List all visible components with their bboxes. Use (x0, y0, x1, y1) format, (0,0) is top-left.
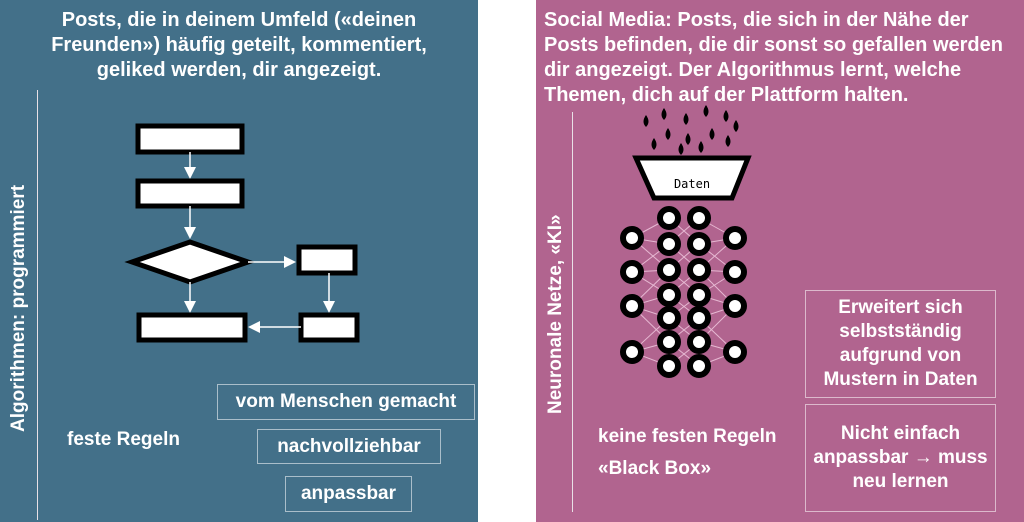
data-drop-12 (678, 143, 684, 155)
flowchart (124, 123, 360, 343)
network-nodes (620, 206, 747, 378)
algorithm-panel: Posts, die in deinem Umfeld («deinen Fre… (0, 0, 478, 522)
data-drop-11 (651, 138, 657, 150)
data-drop-1 (643, 115, 649, 127)
network-node-18 (723, 260, 747, 284)
neural-net-panel: Social Media: Posts, die sich in der Näh… (536, 0, 1024, 522)
network-node-19 (620, 294, 644, 318)
network-edges (631, 217, 736, 367)
flowchart-box-start (135, 123, 245, 155)
neural-network: Daten (620, 105, 752, 378)
flowchart-box-branch (296, 244, 358, 276)
tag-not-adaptable: Nicht einfach anpassbar → muss neu lerne… (805, 404, 996, 512)
network-node-1 (657, 206, 681, 230)
neural-net-title: Social Media: Posts, die sich in der Näh… (544, 9, 1003, 106)
data-drop-10 (725, 135, 731, 147)
network-node-6 (687, 258, 711, 282)
data-drop-9 (709, 128, 715, 140)
network-node-7 (657, 283, 681, 307)
network-node-10 (687, 306, 711, 330)
data-funnel (632, 155, 752, 201)
data-funnel-label: Daten (674, 177, 710, 191)
network-node-16 (723, 226, 747, 250)
tag-human-made: vom Menschen gemacht (217, 384, 475, 420)
tag-no-fixed-rules: keine festen Regeln (598, 426, 777, 447)
data-drop-3 (683, 113, 689, 125)
tag-traceable: nachvollziehbar (257, 429, 441, 464)
flowchart-decision (124, 239, 256, 285)
network-node-22 (723, 340, 747, 364)
network-node-2 (687, 206, 711, 230)
network-node-17 (620, 260, 644, 284)
network-node-13 (657, 354, 681, 378)
data-drop-5 (723, 110, 729, 122)
data-drop-6 (733, 120, 739, 132)
data-drop-4 (703, 105, 709, 117)
data-drop-8 (685, 133, 691, 145)
network-node-3 (657, 232, 681, 256)
tag-extends-self: Erweitert sich selbstständig aufgrund vo… (805, 290, 996, 398)
network-node-4 (687, 232, 711, 256)
data-drop-13 (698, 141, 704, 153)
network-node-14 (687, 354, 711, 378)
data-drop-7 (665, 128, 671, 140)
network-node-5 (657, 258, 681, 282)
tag-fixed-rules: feste Regeln (67, 429, 180, 450)
network-node-11 (657, 330, 681, 354)
network-node-9 (657, 306, 681, 330)
network-node-8 (687, 283, 711, 307)
data-drops (643, 105, 739, 155)
flowchart-box-process (135, 178, 245, 209)
neural-net-divider (572, 112, 573, 512)
tag-adaptable: anpassbar (285, 476, 412, 512)
algorithm-title: Posts, die in deinem Umfeld («deinen Fre… (51, 9, 427, 81)
flowchart-box-end-right (298, 312, 360, 343)
network-node-15 (620, 226, 644, 250)
data-drop-2 (661, 108, 667, 120)
network-node-12 (687, 330, 711, 354)
tag-black-box: «Black Box» (598, 458, 712, 479)
network-node-21 (620, 340, 644, 364)
network-node-20 (723, 294, 747, 318)
algorithm-divider (37, 90, 38, 520)
flowchart-box-end-left (136, 312, 248, 343)
